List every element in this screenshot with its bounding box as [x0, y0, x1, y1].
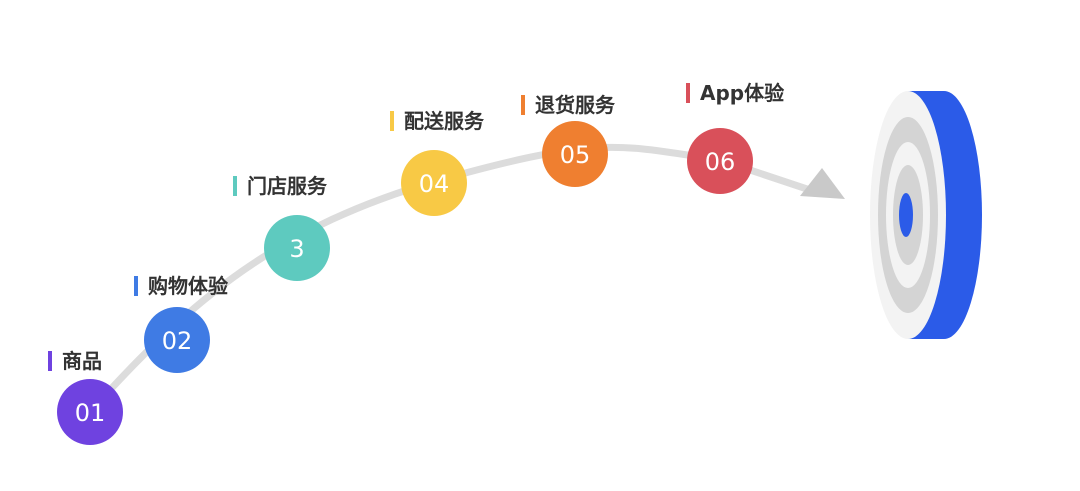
step-4: 04 配送服务 [390, 109, 485, 216]
step-number: 01 [75, 399, 106, 427]
step-number: 06 [705, 148, 736, 176]
step-circle [401, 150, 467, 216]
step-label: 门店服务 [247, 174, 328, 198]
label-marker [134, 276, 138, 296]
step-5: 05 退货服务 [521, 93, 616, 187]
step-label: 商品 [62, 349, 102, 373]
label-marker [48, 351, 52, 371]
step-circle [144, 307, 210, 373]
step-label: 购物体验 [148, 274, 228, 298]
step-1: 01 商品 [48, 349, 123, 445]
step-circle [57, 379, 123, 445]
step-number: 04 [419, 170, 450, 198]
step-label: 退货服务 [535, 93, 616, 117]
step-circle [687, 128, 753, 194]
arrow-head-icon [800, 168, 845, 199]
step-3: 3 门店服务 [233, 174, 330, 281]
step-label: 配送服务 [404, 109, 485, 133]
steps-layer: 01 商品 02 购物体验 3 门店服务 04 配送服务 05 退货服务 06 App体验 [48, 81, 784, 445]
step-circle [542, 121, 608, 187]
step-6: 06 App体验 [686, 81, 784, 194]
target-icon [870, 91, 982, 339]
label-marker [521, 95, 525, 115]
label-marker [390, 111, 394, 131]
label-marker [233, 176, 237, 196]
step-2: 02 购物体验 [134, 274, 228, 373]
step-number: 3 [289, 235, 304, 263]
step-circle [264, 215, 330, 281]
step-number: 02 [162, 327, 193, 355]
step-number: 05 [560, 141, 591, 169]
label-marker [686, 83, 690, 103]
step-label: App体验 [700, 81, 784, 105]
